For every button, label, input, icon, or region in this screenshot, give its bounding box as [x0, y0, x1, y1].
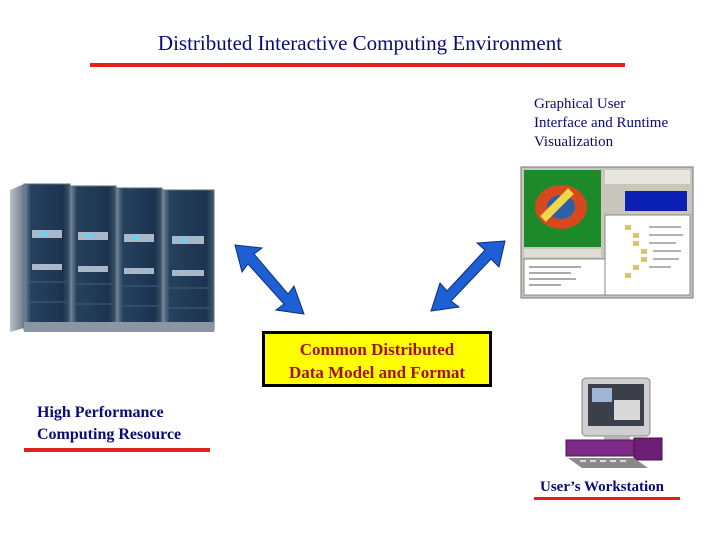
title-underline [90, 63, 625, 67]
gui-caption-line-3: Visualization [534, 134, 614, 150]
data-model-line-1: Common Distributed [299, 340, 455, 359]
left-double-arrow [234, 244, 305, 315]
hpc-racks-image [10, 183, 215, 332]
right-double-arrow [430, 240, 506, 312]
hpc-caption: High Performance Computing Resource [37, 402, 181, 446]
gui-caption-line-1: Graphical User [534, 96, 626, 112]
gui-screenshot-image [520, 166, 694, 299]
hpc-underline [24, 448, 210, 452]
gui-caption-line-2: Interface and Runtime [534, 115, 669, 131]
data-model-box: Common Distributed Data Model and Format [262, 331, 492, 387]
workstation-underline [534, 497, 680, 500]
hpc-caption-line-2: Computing Resource [37, 426, 182, 443]
hpc-caption-line-1: High Performance [37, 404, 164, 421]
gui-caption: Graphical User Interface and Runtime Vis… [534, 95, 668, 152]
workstation-image [565, 377, 663, 468]
data-model-line-2: Data Model and Format [288, 363, 466, 382]
diagram-title: Distributed Interactive Computing Enviro… [157, 31, 563, 55]
workstation-caption: User’s Workstation [540, 479, 665, 495]
